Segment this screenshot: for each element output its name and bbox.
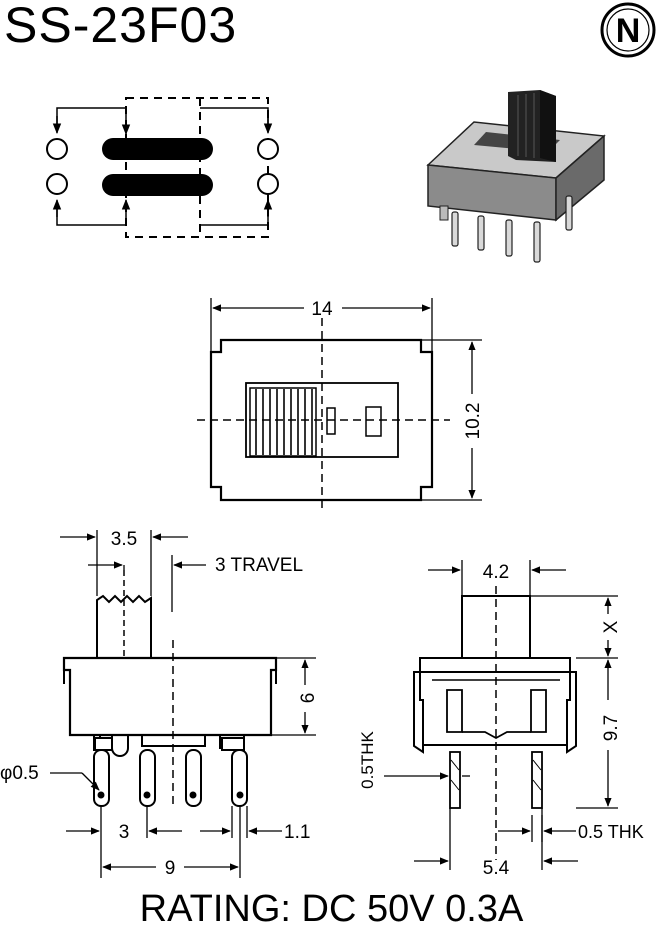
- side-view: [50, 530, 316, 878]
- dim-pin-offset: 1.1: [284, 822, 310, 843]
- rating-label: RATING: DC 50V 0.3A: [139, 888, 524, 930]
- dim-actuator-width: 3.5: [111, 529, 137, 550]
- dim-end-width: 4.2: [483, 562, 509, 583]
- dim-pin-span: 9: [165, 858, 176, 879]
- logo-letter: N: [616, 12, 641, 50]
- dim-pin-diameter: φ0.5: [0, 763, 39, 784]
- top-view: [197, 298, 482, 512]
- brand-logo: N: [600, 2, 656, 58]
- end-view: [384, 560, 618, 870]
- dim-end-thk-left: 0.5THK: [358, 731, 377, 789]
- product-illustration: [426, 90, 606, 263]
- dim-body-height: 6: [298, 693, 319, 704]
- dim-end-pin-span: 5.4: [483, 858, 510, 879]
- dim-pin-pitch: 3: [119, 822, 130, 843]
- switch-schematic: [46, 97, 279, 238]
- dim-top-width: 14: [311, 299, 333, 320]
- dim-end-x: X: [601, 620, 622, 633]
- dim-end-height: 9.7: [601, 715, 622, 741]
- dim-top-height: 10.2: [463, 403, 484, 440]
- page-title: SS-23F03: [4, 0, 238, 53]
- dim-end-thk-right: 0.5 THK: [578, 822, 644, 842]
- dim-travel: 3 TRAVEL: [215, 555, 303, 576]
